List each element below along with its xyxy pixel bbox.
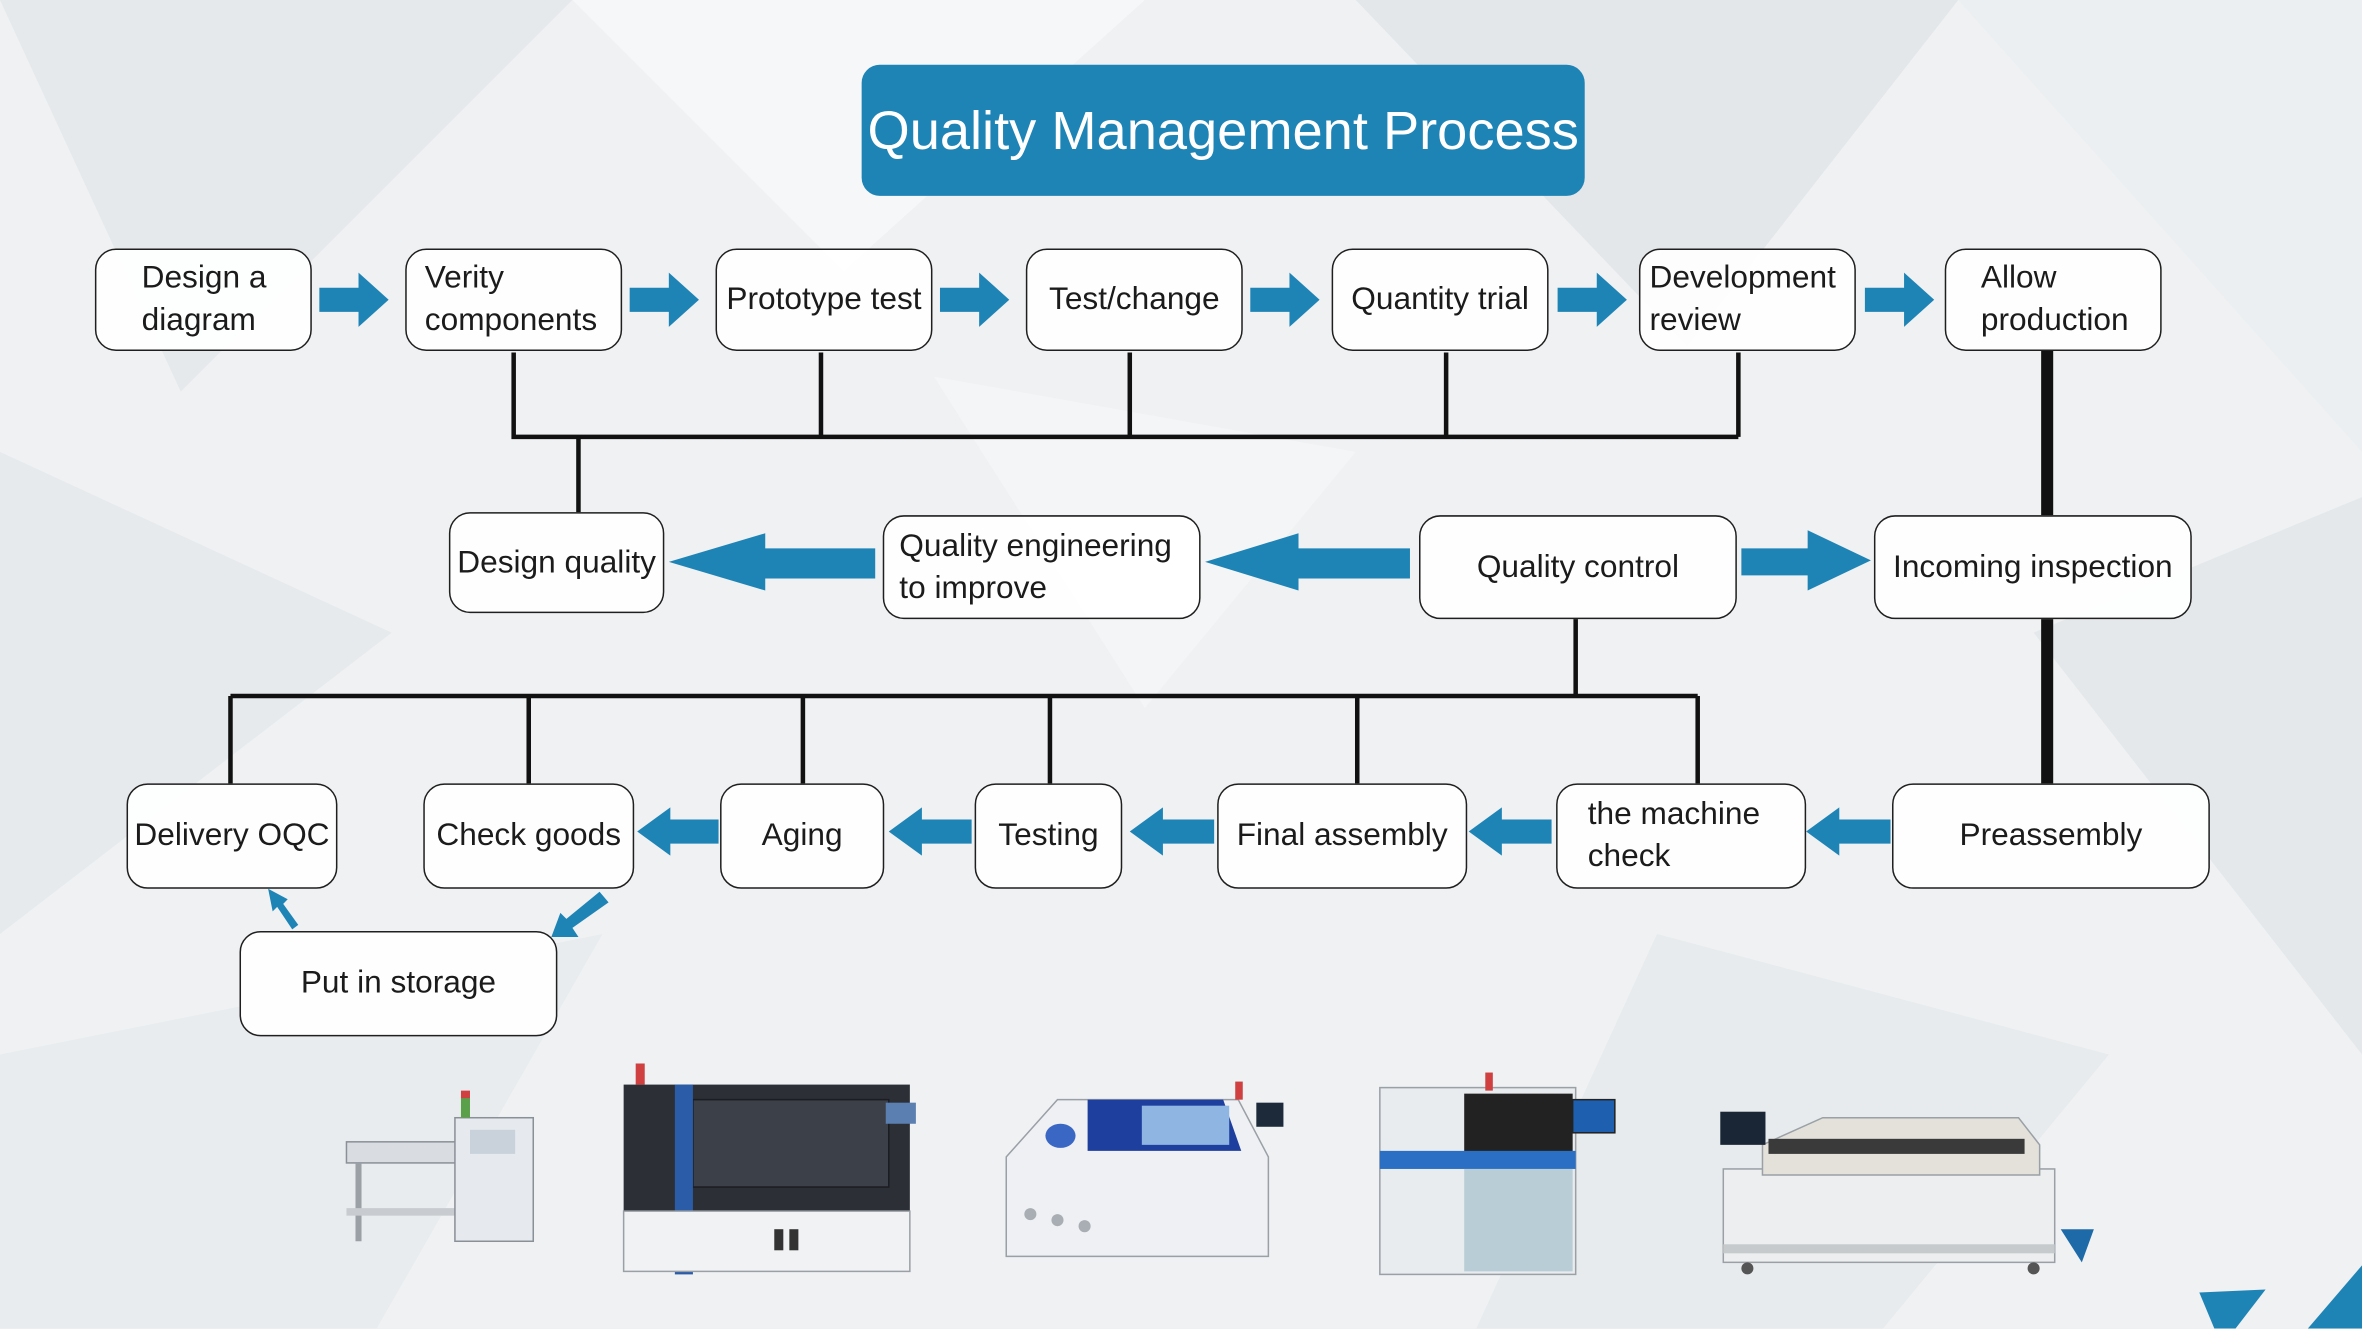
arrow-to-machine-check	[1806, 807, 1891, 856]
arrow-to-delivery-oqc	[268, 888, 299, 930]
node-final-assembly: Final assembly	[1217, 783, 1468, 889]
node-delivery-oqc: Delivery OQC	[126, 783, 338, 889]
step-quantity-trial: Quantity trial	[1331, 248, 1549, 351]
node-design-quality: Design quality	[448, 512, 665, 614]
arrow-to-quality-engineering	[1205, 533, 1410, 591]
inspection-machine	[1379, 1072, 1616, 1276]
arrow-to-final-assembly	[1468, 807, 1552, 856]
node-quality-engineering: Quality engineering to improve	[882, 515, 1201, 620]
arrow-to-put-in-storage	[551, 891, 609, 937]
flow-arrow-5	[1557, 272, 1627, 327]
step-verity-components: Verity components	[405, 248, 623, 351]
arrow-to-aging	[888, 807, 972, 856]
arrow-to-testing	[1129, 807, 1215, 856]
flow-arrow-6	[1864, 272, 1935, 327]
diagram-title: Quality Management Process	[861, 64, 1585, 196]
node-aging: Aging	[720, 783, 885, 889]
flow-arrow-3	[939, 272, 1010, 327]
step-design-diagram: Design a diagram	[94, 248, 312, 351]
conveyor-machine	[345, 1090, 535, 1243]
flow-arrow-2	[629, 272, 699, 327]
node-put-in-storage: Put in storage	[239, 930, 558, 1037]
reflow-oven-machine	[1720, 1111, 2056, 1275]
pick-and-place-machine	[1005, 1081, 1284, 1258]
stencil-printer-machine	[622, 1063, 916, 1275]
node-incoming-inspection: Incoming inspection	[1873, 515, 2192, 620]
corner-triangle-icon	[2060, 1229, 2362, 1329]
step-test-change: Test/change	[1025, 248, 1243, 351]
node-preassembly: Preassembly	[1892, 783, 2210, 889]
step-development-review: Development review	[1638, 248, 1856, 351]
arrow-to-design-quality	[668, 533, 876, 591]
node-machine-check: the machine check	[1556, 783, 1807, 889]
flow-arrow-4	[1250, 272, 1320, 327]
bus-row1-down	[511, 352, 1739, 440]
step-allow-production: Allow production	[1944, 248, 2162, 351]
node-testing: Testing	[974, 783, 1123, 889]
node-quality-control: Quality control	[1419, 515, 1737, 620]
arrow-to-check-goods	[637, 807, 719, 856]
arrow-to-incoming-inspection	[1741, 530, 1871, 591]
step-prototype-test: Prototype test	[715, 248, 933, 351]
flow-arrow-1	[319, 272, 389, 327]
node-check-goods: Check goods	[423, 783, 635, 889]
